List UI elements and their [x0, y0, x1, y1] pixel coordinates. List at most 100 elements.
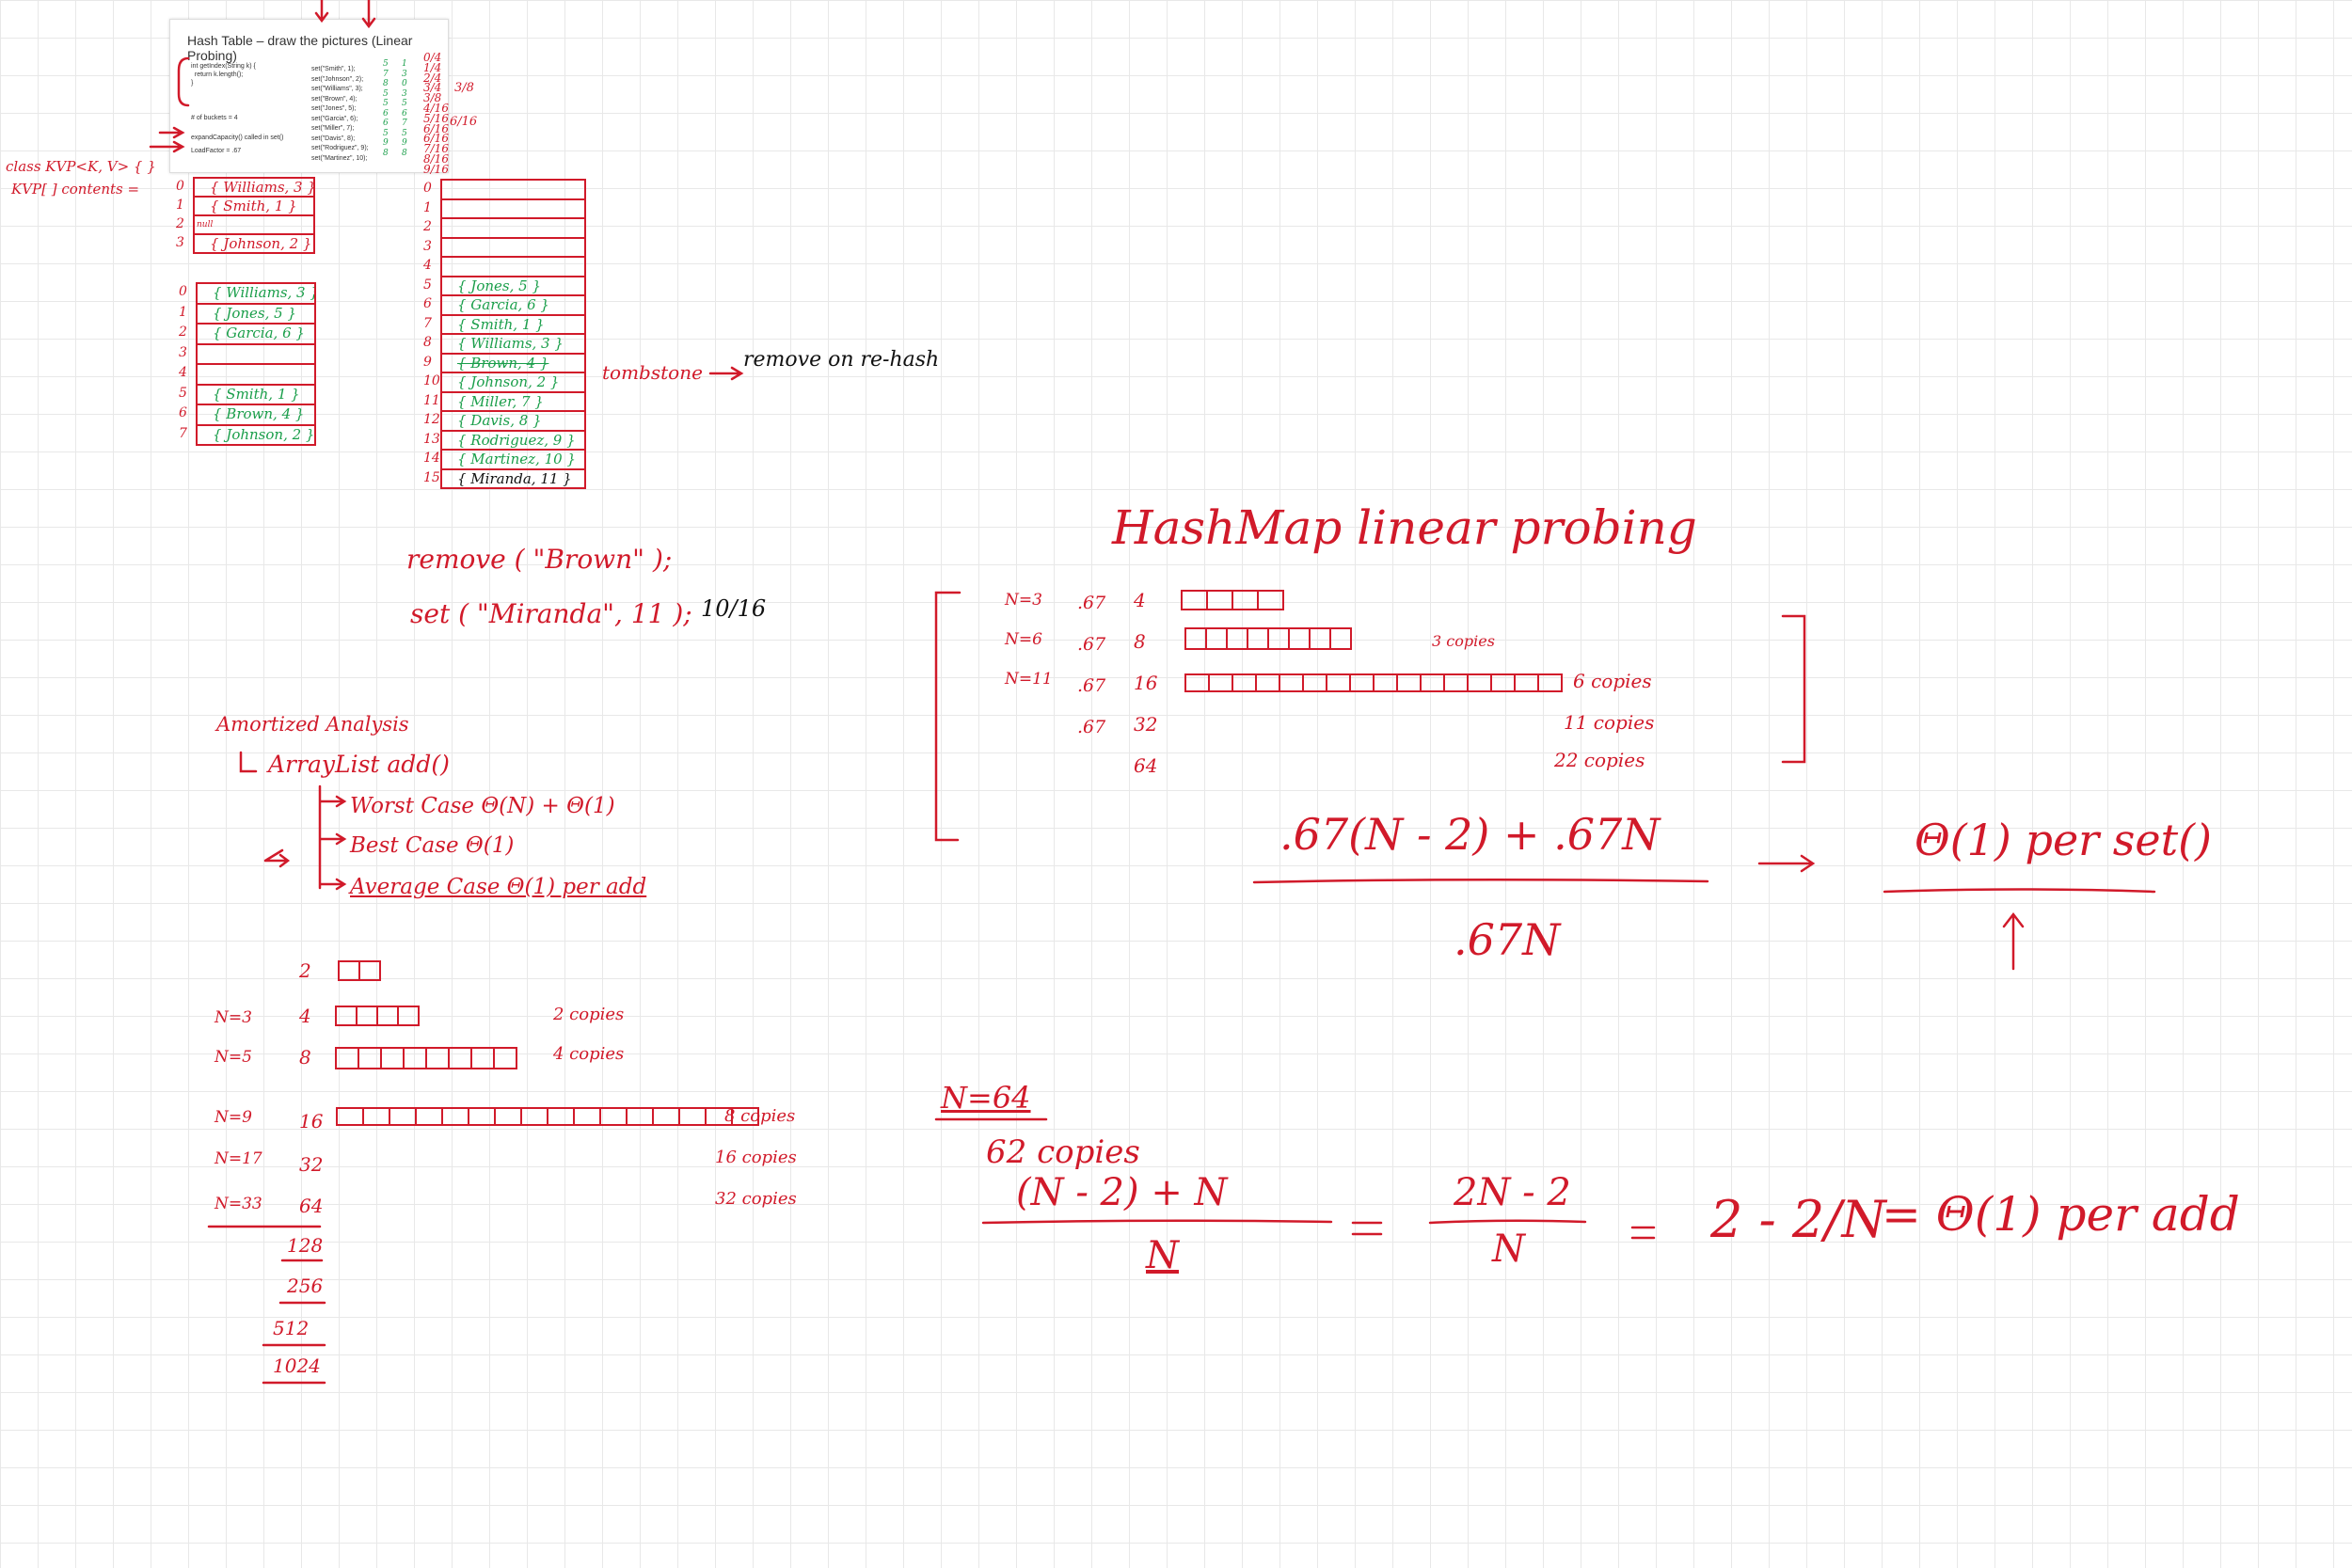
table-index: 5 — [179, 385, 187, 401]
array-size: 8 — [299, 1046, 311, 1069]
hashmap-copies: 3 copies — [1432, 632, 1495, 650]
table-index: 12 — [423, 412, 440, 427]
table-index: 10 — [423, 373, 440, 388]
hashmap-formula-numerator: .67(N - 2) + .67N — [1279, 809, 1661, 860]
array-slot — [1288, 627, 1311, 650]
set-call: set("Rodriguez", 9); — [311, 145, 369, 151]
array-slot — [1184, 673, 1210, 692]
array-slot — [1247, 627, 1269, 650]
array-slot — [1232, 673, 1257, 692]
array-slot — [652, 1107, 680, 1126]
array-slot — [678, 1107, 707, 1126]
table-index: 7 — [423, 315, 432, 331]
loadfactor-line: LoadFactor = .67 — [191, 148, 242, 154]
array-slot — [1373, 673, 1398, 692]
hash-value: 5 — [383, 88, 389, 99]
tombstone-label: tombstone — [602, 361, 703, 384]
array-slot — [1490, 673, 1516, 692]
hash-value: 9 — [383, 138, 389, 148]
hashmap-formula-denominator: .67N — [1454, 914, 1561, 965]
array-n: N=5 — [215, 1048, 252, 1067]
array-slot — [1514, 673, 1539, 692]
array-n: N=33 — [215, 1195, 262, 1213]
buckets-line: # of buckets = 4 — [191, 115, 238, 121]
array-slot — [425, 1047, 450, 1069]
array-slot — [336, 1107, 364, 1126]
hashmap-title: HashMap linear probing — [1112, 500, 1697, 555]
hash-value: 5 — [383, 99, 389, 108]
table-index: 2 — [423, 219, 432, 234]
array-copies: 32 copies — [715, 1189, 797, 1209]
table-index: 6 — [423, 296, 432, 311]
array-slot — [1396, 673, 1422, 692]
n-equals-64: N=64 — [941, 1080, 1031, 1116]
hashmap-n: N=3 — [1005, 591, 1042, 610]
hash-value: 6 — [383, 119, 389, 128]
arraylist-label: ArrayList add() — [268, 751, 450, 778]
array-slot — [1309, 627, 1331, 650]
hash-value: 5 — [383, 128, 389, 138]
average-case: Average Case Θ(1) per add — [350, 875, 647, 899]
rehash-note: remove on re-hash — [743, 348, 940, 372]
array-n: N=17 — [215, 1149, 262, 1168]
hashmap-size: 16 — [1134, 672, 1158, 694]
array-slot — [441, 1107, 469, 1126]
array-copies: 2 copies — [553, 1005, 625, 1024]
hashmap-copies: 6 copies — [1573, 670, 1652, 692]
table-index: 15 — [423, 469, 440, 485]
table-index: 3 — [423, 238, 432, 254]
set-call: set("Johnson", 2); — [311, 75, 364, 83]
hashmap-copies: 22 copies — [1554, 749, 1645, 771]
hashmap-n: N=6 — [1005, 630, 1042, 649]
ratio-value: 9/16 — [423, 162, 449, 176]
set-call: set("Garcia", 6); — [311, 115, 358, 122]
best-case: Best Case Θ(1) — [350, 833, 515, 858]
table-index: 3 — [179, 344, 187, 360]
array-slot — [356, 1006, 378, 1026]
array-slot — [1208, 673, 1233, 692]
array-slot — [1302, 673, 1327, 692]
array-n: N=3 — [215, 1008, 252, 1027]
array-slot — [397, 1006, 420, 1026]
array-slot — [731, 1107, 759, 1126]
ratio-value: 2/4 — [423, 71, 442, 85]
amortized-title: Amortized Analysis — [216, 713, 409, 736]
index-value: 7 — [402, 119, 407, 128]
array-slot — [403, 1047, 427, 1069]
ratio-value: 6/16 — [423, 121, 449, 135]
index-value: 8 — [402, 148, 407, 158]
index-value: 3 — [402, 69, 407, 79]
index-value: 3 — [402, 88, 407, 99]
array-slot — [470, 1047, 495, 1069]
array-slot — [1326, 673, 1351, 692]
index-value: 5 — [402, 99, 407, 108]
hash-value: 5 — [383, 59, 389, 69]
array-slot — [705, 1107, 733, 1126]
hashmap-lf: .67 — [1077, 593, 1106, 613]
array-size: 1024 — [273, 1354, 321, 1377]
set-call: set("Brown", 4); — [311, 95, 358, 103]
array-slot — [358, 1047, 382, 1069]
index-value: 9 — [402, 138, 407, 148]
table-index: 4 — [179, 365, 187, 380]
array-slot — [599, 1107, 628, 1126]
array-slot — [1537, 673, 1563, 692]
array-size: 2 — [299, 959, 311, 982]
table-cell: { Miranda, 11 } — [440, 467, 586, 489]
table-index: 5 — [423, 277, 432, 293]
array-slot — [1279, 673, 1304, 692]
contents-line: KVP[ ] contents = — [11, 181, 140, 198]
ratio-value: 6/16 — [423, 132, 449, 146]
hash-value: 8 — [383, 79, 389, 88]
array-slot — [358, 960, 381, 981]
hashmap-lf: .67 — [1077, 717, 1106, 737]
table-index: 4 — [423, 258, 432, 273]
hashmap-size: 64 — [1134, 754, 1158, 777]
array-size: 512 — [273, 1317, 310, 1339]
array-slot — [1329, 627, 1352, 650]
set-call: set("Martinez", 10); — [311, 154, 368, 162]
set-call: set("Smith", 1); — [311, 66, 356, 72]
hash-table-slide: Hash Table – draw the pictures (Linear P… — [169, 19, 449, 173]
